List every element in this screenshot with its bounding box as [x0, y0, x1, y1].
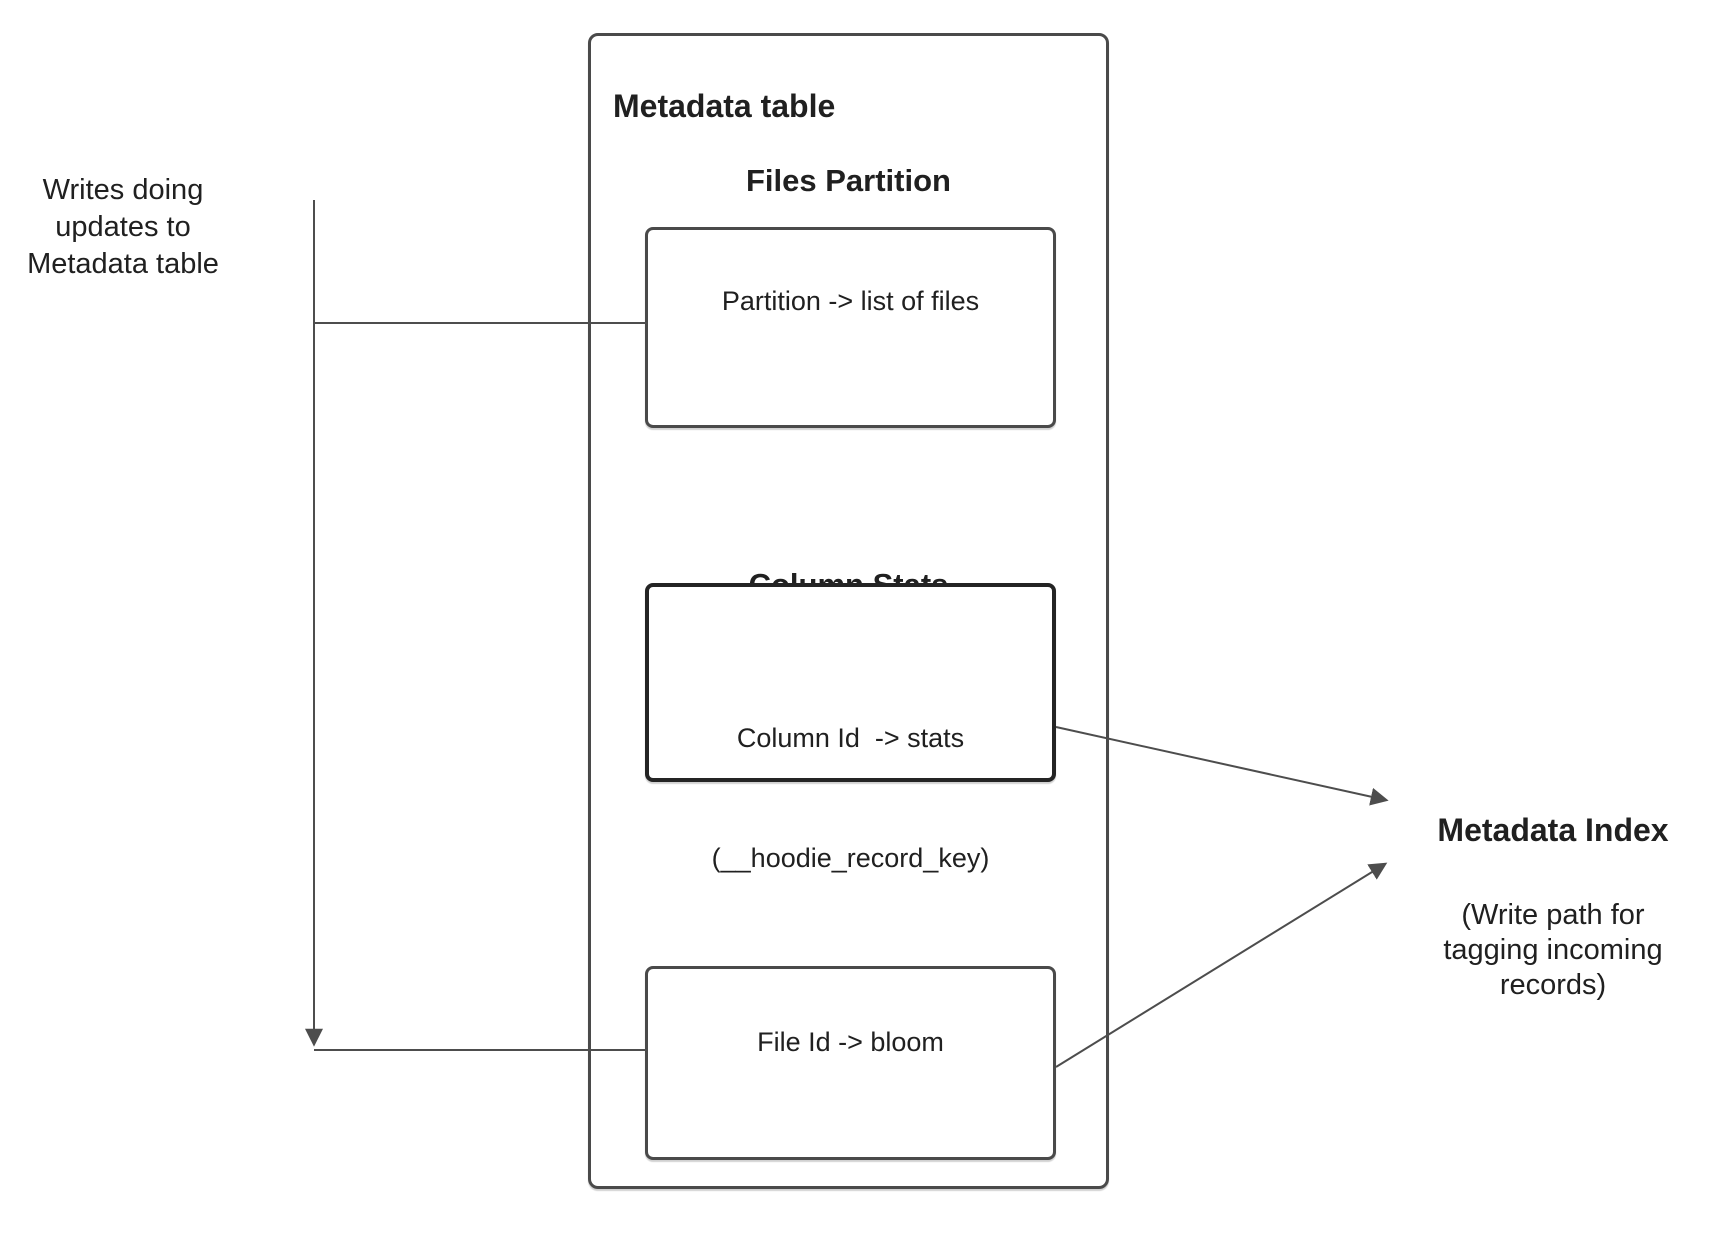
files-partition-heading: Files Partition [746, 163, 951, 198]
bloom-filter-mapping: File Id -> bloom [757, 1027, 944, 1057]
column-stats-mapping-line: Column Id -> stats [736, 723, 965, 753]
metadata-index-note-line: records) [1499, 969, 1607, 1001]
metadata-index-note: (Write path for tagging incoming records… [1383, 898, 1718, 1003]
metadata-index-note-line: (Write path for [1461, 899, 1645, 931]
metadata-table-container [588, 33, 1109, 1189]
writes-annotation: Writes doing updates to Metadata table [0, 172, 246, 283]
column-stats-mapping-line: (__hoodie_record_key) [711, 843, 990, 873]
metadata-table-title: Metadata table [613, 88, 836, 124]
column-stats-mapping: Column Id -> stats (__hoodie_record_key) [649, 638, 1052, 958]
files-partition-box: Partition -> list of files [645, 227, 1056, 428]
metadata-index-note-line: tagging incoming [1443, 934, 1663, 966]
writes-annotation-line: updates to [55, 211, 191, 243]
files-partition-mapping: Partition -> list of files [721, 286, 980, 316]
writes-annotation-line: Metadata table [27, 248, 219, 280]
bloom-filter-box: File Id -> bloom [645, 966, 1056, 1160]
writes-annotation-line: Writes doing [42, 174, 204, 206]
metadata-index-title: Metadata Index [1437, 812, 1669, 848]
column-stats-box: Column Id -> stats (__hoodie_record_key) [645, 583, 1056, 873]
